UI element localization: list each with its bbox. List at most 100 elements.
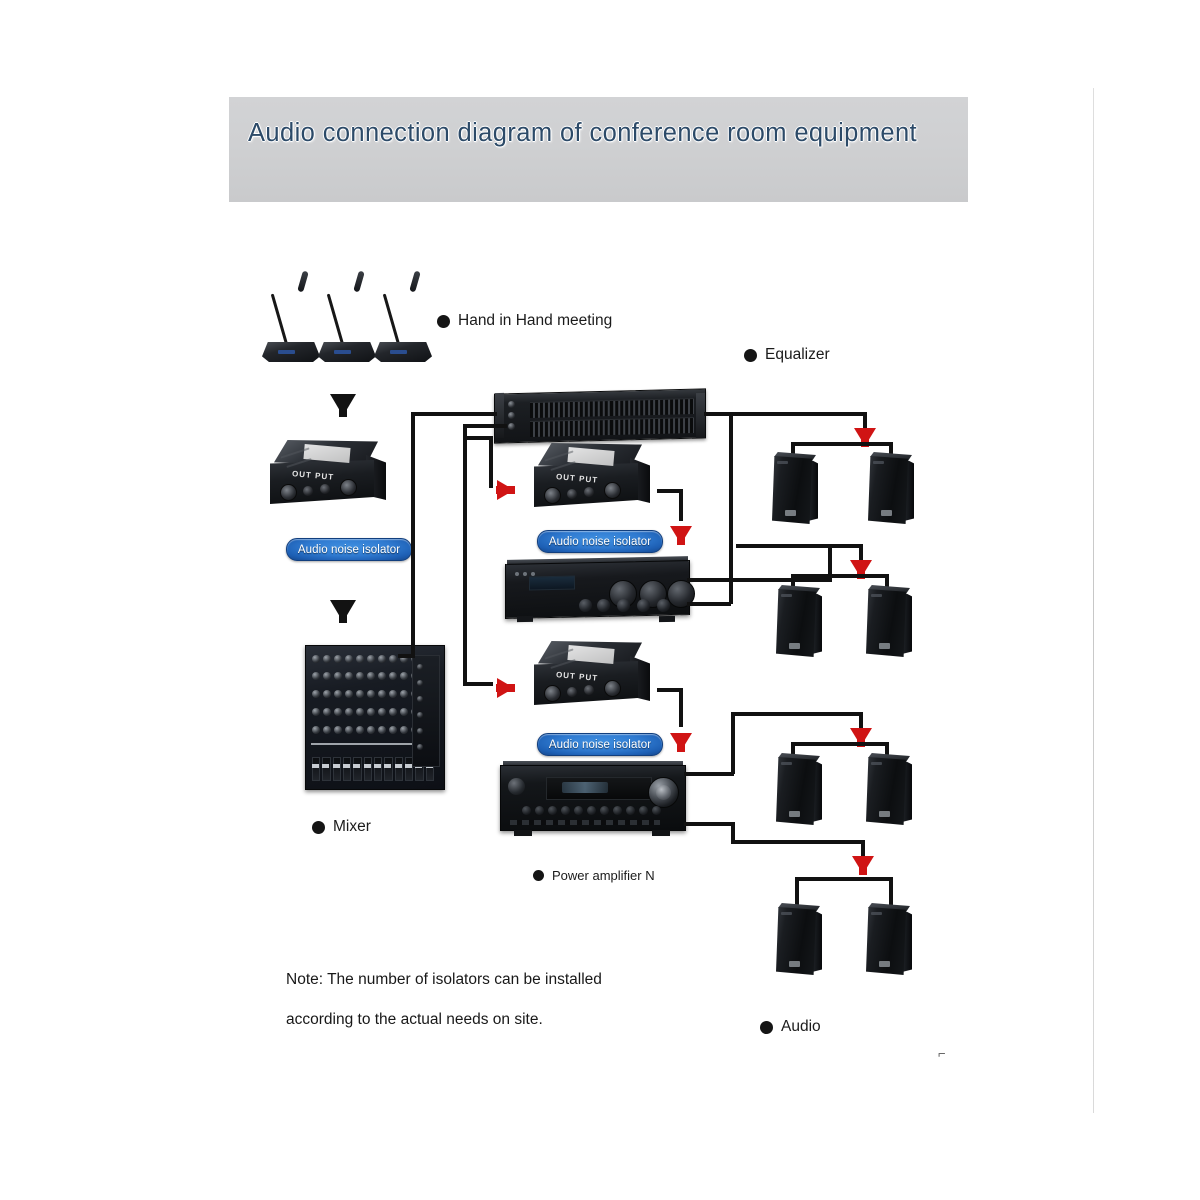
mixer-device	[305, 645, 445, 790]
speaker-badge	[789, 643, 800, 649]
wire-speaker-group-4-bus	[795, 877, 893, 881]
isolator-xlr-connector	[280, 484, 297, 501]
wire-mixer-to-equalizer-vertical	[411, 412, 415, 658]
wire-speaker-group-2-bus	[791, 574, 889, 578]
isolator-jack	[567, 687, 577, 697]
speaker-badge	[789, 961, 800, 967]
mixer-knob-row	[312, 672, 422, 681]
conference-microphone-1	[262, 270, 320, 362]
wire-to-isolator3	[463, 682, 493, 686]
wire-isolator3-down	[679, 688, 683, 727]
wire-ampN-riser-1	[731, 712, 735, 774]
wire-to-isolator2-vertical	[489, 436, 493, 484]
speaker-top	[868, 903, 910, 911]
speaker-2	[868, 452, 914, 524]
isolator-jack	[584, 487, 594, 497]
mic-gooseneck-icon	[270, 293, 288, 345]
wire-isolator2-out	[657, 489, 683, 493]
mic-button	[278, 350, 295, 354]
wire-mixer-to-equalizer-top	[411, 412, 497, 416]
speaker-top	[774, 452, 816, 460]
flow-arrow-isolator3-to-amp	[670, 733, 692, 752]
mixer-knob-row	[312, 690, 422, 699]
wire-amp1-return-vertical	[729, 534, 733, 604]
arrow-stem	[339, 600, 347, 623]
speaker-top	[868, 753, 910, 761]
isolator-xlr-connector	[604, 482, 621, 499]
power-amplifier-n	[500, 761, 686, 836]
isolator-jack	[567, 489, 577, 499]
speaker-handle	[871, 762, 882, 765]
speaker-side	[812, 909, 822, 972]
wire-ampN-out-bottom	[684, 822, 734, 826]
speaker-badge	[881, 510, 892, 516]
equalizer-device	[494, 388, 706, 444]
wire-eq-branch-top	[463, 424, 507, 428]
wire-speakergroup1-drop	[863, 412, 867, 428]
receiver-volume-knob	[648, 777, 679, 808]
note-line-2: according to the actual needs on site.	[286, 1011, 543, 1028]
wire-speaker-4-drop	[885, 574, 889, 592]
page-title: Audio connection diagram of conference r…	[248, 119, 918, 147]
audio-noise-isolator-2: OUT PUT	[534, 443, 652, 515]
conference-microphone-2	[318, 270, 376, 362]
amp-led	[523, 572, 527, 576]
speaker-badge	[785, 510, 796, 516]
mic-gooseneck-icon	[326, 293, 344, 345]
receiver-foot	[652, 830, 670, 836]
mixer-knob-row	[312, 708, 422, 717]
label-text: Mixer	[333, 818, 371, 835]
speaker-side	[904, 458, 914, 521]
speaker-7	[776, 903, 822, 975]
wire-speakergroup4-drop	[861, 840, 865, 856]
speaker-side	[812, 591, 822, 654]
pill-audio-noise-isolator-2: Audio noise isolator	[537, 530, 663, 553]
mic-head-icon	[297, 270, 309, 293]
flow-arrow-to-isolator-3	[496, 678, 515, 698]
wire-eq-to-speakers-top	[704, 412, 867, 416]
arrow-stem	[859, 860, 867, 875]
mixer-divider	[311, 743, 429, 745]
speaker-handle	[873, 461, 884, 464]
speaker-badge	[879, 811, 890, 817]
flow-arrow-speaker-group-1	[854, 428, 876, 447]
amp-display	[529, 575, 575, 591]
wire-eq-out-2	[463, 436, 493, 440]
wire-speaker-group-3-bus	[791, 742, 889, 746]
isolator-xlr-connector	[544, 487, 561, 504]
pill-audio-noise-isolator-3: Audio noise isolator	[537, 733, 663, 756]
isolator-xlr-connector	[340, 479, 357, 496]
speaker-handle	[781, 594, 792, 597]
speaker-side	[808, 458, 818, 521]
speaker-handle	[781, 912, 792, 915]
scan-artifact-mark: ⌐	[938, 1046, 946, 1061]
wire-isolator2-down	[679, 489, 683, 521]
speaker-top	[868, 585, 910, 593]
flow-arrow-isolator2-to-amp	[670, 526, 692, 545]
speaker-side	[902, 759, 912, 822]
speaker-handle	[777, 461, 788, 464]
mic-head-icon	[353, 270, 365, 293]
amp-foot	[659, 615, 675, 623]
bullet-dot-icon	[533, 870, 544, 881]
label-audio: Audio	[760, 1018, 821, 1036]
flow-arrow-speaker-group-2	[850, 560, 872, 579]
receiver-switch-strip	[510, 820, 660, 825]
equalizer-knob	[508, 401, 515, 408]
wire-mixer-tap	[398, 654, 415, 658]
wire-speaker-7-drop	[795, 877, 799, 907]
speaker-8	[866, 903, 912, 975]
note-line-1: Note: The number of isolators can be ins…	[286, 971, 602, 988]
wire-speakergroup2-top	[736, 544, 863, 548]
speaker-1	[772, 452, 818, 524]
pill-text: Audio noise isolator	[548, 738, 652, 751]
bullet-dot-icon	[312, 820, 325, 834]
receiver-button-row	[522, 805, 662, 816]
bullet-dot-icon	[437, 314, 450, 328]
mic-gooseneck-icon	[382, 293, 400, 345]
amp-foot	[517, 615, 533, 623]
bullet-dot-icon	[744, 348, 757, 362]
speaker-3	[776, 585, 822, 657]
pill-audio-noise-isolator-1: Audio noise isolator	[286, 538, 412, 561]
